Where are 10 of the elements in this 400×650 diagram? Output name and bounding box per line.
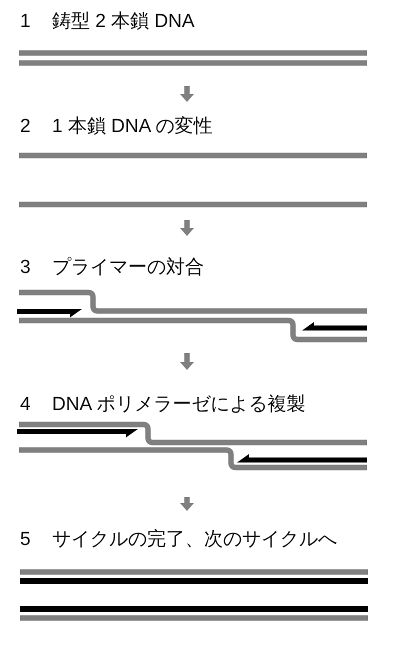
step-title: プライマーの対合 [52,257,204,279]
step-number: 5 [20,529,31,551]
step-title: サイクルの完了、次のサイクルへ [52,529,337,551]
step-title: DNA ポリメラーゼによる複製 [52,394,306,416]
step-number: 1 [20,11,31,33]
step-number: 2 [20,116,31,138]
step-number: 3 [20,257,31,279]
step-title: 1 本鎖 DNA の変性 [52,116,212,138]
step-number: 4 [20,394,31,416]
step-title: 鋳型 2 本鎖 DNA [52,11,195,33]
